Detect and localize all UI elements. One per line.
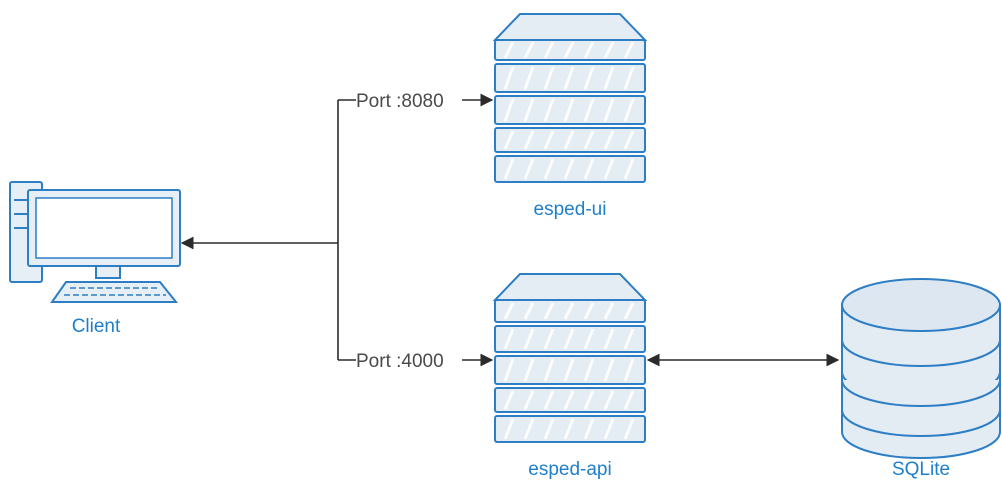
server-top: [492, 273, 648, 301]
database-band: [841, 379, 1001, 407]
sqlite-label: SQLite: [892, 459, 950, 480]
desktop-computer-icon: [9, 181, 181, 303]
database-band: [841, 409, 1001, 437]
server-top: [492, 13, 648, 41]
server-stack-icon: [492, 273, 648, 443]
computer-keyboard: [50, 281, 179, 303]
database-cylinder-icon: [841, 278, 1001, 459]
connectors: [180, 93, 840, 367]
database-top: [841, 278, 1001, 332]
esped-api-label: esped-api: [528, 459, 611, 480]
client-label: Client: [72, 316, 121, 337]
edge-label-api-port: Port :4000: [356, 351, 444, 372]
server-stack-icon: [492, 13, 648, 183]
esped-ui-label: esped-ui: [534, 199, 607, 220]
edge-label-ui-port: Port :8080: [356, 91, 444, 112]
database-band: [841, 339, 1001, 367]
